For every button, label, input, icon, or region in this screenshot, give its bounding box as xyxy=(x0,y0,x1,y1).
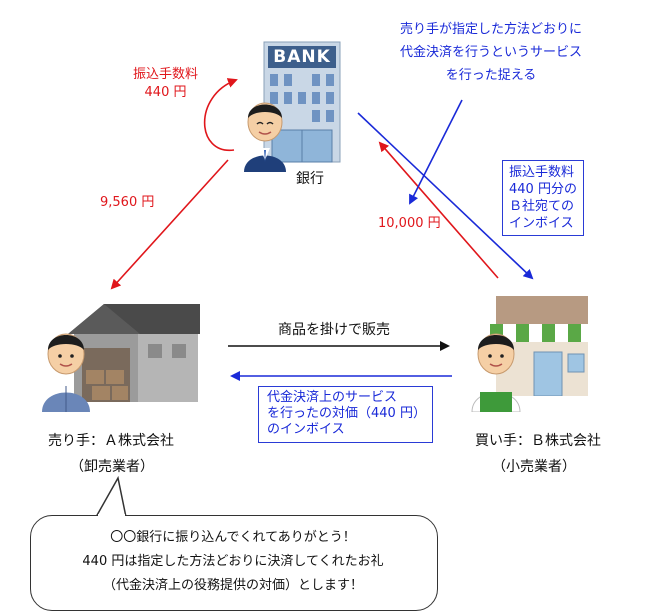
speech-bubble xyxy=(30,515,438,611)
bank-to-seller-arrow xyxy=(110,159,229,290)
bank-sign: BANK xyxy=(273,47,331,67)
bank-fee-label-line1: 振込手数料 xyxy=(133,67,199,82)
seller-role: （卸売業者） xyxy=(70,459,154,475)
service-note-line2: 代金決済を行うというサービス xyxy=(400,45,583,60)
speech-line1: 〇〇銀行に振り込んでくれてありがとう！ xyxy=(110,530,356,545)
seller-name: 売り手：Ａ株式会社 xyxy=(48,433,174,449)
service-invoice-box: 代金決済上のサービス を行ったの対価（440 円） のインボイス xyxy=(258,386,433,443)
speech-line3: （代金決済上の役務提供の対価）とします！ xyxy=(102,578,363,593)
sale-label: 商品を掛けで販売 xyxy=(278,322,390,338)
seller-person-avatar xyxy=(42,333,90,412)
speech-bubble-text: 〇〇銀行に振り込んでくれてありがとう！ 440 円は指定した方法どおりに決済して… xyxy=(30,526,436,598)
fee-invoice-line4: インボイス xyxy=(509,216,574,231)
fee-invoice-line2: 440 円分の xyxy=(509,182,577,197)
speech-tail-seam xyxy=(98,514,125,517)
bank-label: 銀行 xyxy=(296,171,324,187)
speech-line2: 440 円は指定した方法どおりに決済してくれたお礼 xyxy=(82,554,384,569)
service-invoice-line1: 代金決済上のサービス xyxy=(267,390,398,405)
fee-loop-arrow xyxy=(203,78,238,151)
buyer-to-bank-amount: 10,000 円 xyxy=(378,216,441,231)
service-invoice-line2: を行ったの対価（440 円） xyxy=(267,406,426,421)
fee-invoice-box: 振込手数料 440 円分の Ｂ社宛ての インボイス xyxy=(502,160,584,236)
buyer-role: （小売業者） xyxy=(492,459,576,475)
buyer-person-avatar xyxy=(471,333,521,412)
service-note-line3: を行った捉える xyxy=(445,68,537,83)
service-note-line1: 売り手が指定した方法どおりに xyxy=(400,22,583,37)
service-note: 売り手が指定した方法どおりに 代金決済を行うというサービス を行った捉える xyxy=(400,18,582,87)
service-invoice-line3: のインボイス xyxy=(267,422,345,437)
bank-fee-label-line2: 440 円 xyxy=(144,85,187,100)
bank-building-icon xyxy=(263,41,341,163)
fee-invoice-line3: Ｂ社宛ての xyxy=(509,199,575,214)
bank-to-buyer-arrow xyxy=(357,112,534,280)
fee-invoice-line1: 振込手数料 xyxy=(509,165,575,180)
buyer-to-bank-arrow xyxy=(378,141,499,279)
bank-fee-label: 振込手数料 440 円 xyxy=(133,66,198,102)
note-pointer-arrow xyxy=(409,99,463,205)
bank-to-seller-amount: 9,560 円 xyxy=(100,195,155,210)
buyer-name: 買い手：Ｂ株式会社 xyxy=(475,433,601,449)
bank-clerk-avatar xyxy=(244,102,286,172)
warehouse-icon xyxy=(68,304,200,402)
